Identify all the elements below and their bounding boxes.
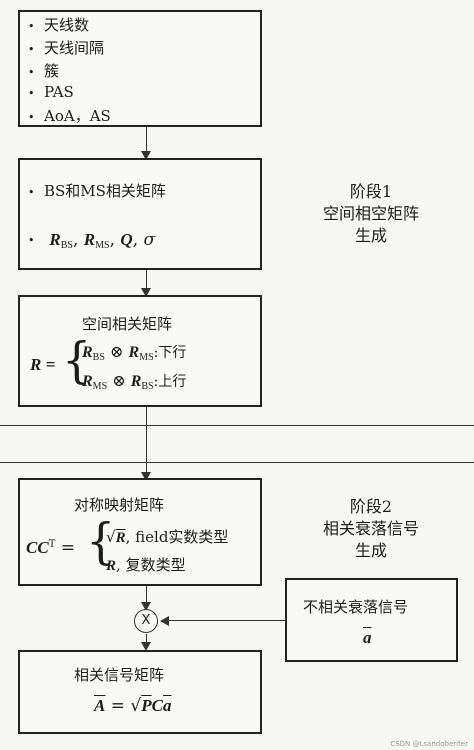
- a-bar-symbol: a: [363, 628, 372, 647]
- sigma-symbol: σ: [143, 230, 156, 250]
- bullet-item: • AoA，AS: [28, 105, 111, 126]
- correlated-signal-title: 相关信号矩阵: [74, 666, 165, 684]
- arrow-down-icon: [141, 288, 151, 297]
- downlink-row: RBS ⊗ RMS:下行: [82, 342, 187, 363]
- connector-line: [146, 407, 147, 475]
- brace-icon: {: [62, 331, 92, 389]
- bullet-icon: •: [28, 42, 35, 56]
- watermark: CSDN @Lsandoberiter: [390, 740, 468, 748]
- uncorrelated-signal-title: 不相关衰落信号: [303, 598, 409, 616]
- connector-line: [168, 620, 285, 621]
- bullet-item: • BS和MS相关矩阵: [28, 180, 166, 201]
- separator-line-top: [0, 425, 474, 426]
- uplink-row: RMS ⊗ RBS:上行: [82, 371, 187, 392]
- real-type-row: √R, field实数类型: [106, 528, 229, 546]
- comma: ,: [109, 230, 115, 250]
- bullet-item: • 天线间隔: [28, 37, 104, 58]
- symmetric-mapping-title: 对称映射矩阵: [74, 496, 165, 514]
- arrow-down-icon: [141, 642, 151, 651]
- item-antenna-count: 天线数: [44, 16, 90, 34]
- connector-line: [146, 586, 147, 606]
- correlation-input-box: • BS和MS相关矩阵 • RBS, RMS, Q, σ: [18, 158, 262, 270]
- stage1-line1: 阶段1: [349, 182, 393, 201]
- item-antenna-spacing: 天线间隔: [44, 39, 105, 57]
- connector-line: [146, 634, 147, 646]
- correlated-signal-equation: A = √PCa: [94, 696, 172, 716]
- uncorrelated-signal-box: 不相关衰落信号 a: [285, 578, 458, 662]
- arrow-down-icon: [141, 472, 151, 481]
- complex-type-label: 复数类型: [125, 556, 186, 574]
- r-bs-symbol: RBS: [49, 230, 73, 251]
- sqrt-icon: √: [130, 696, 142, 716]
- item-pas: PAS: [44, 83, 74, 101]
- otimes-icon: ⊗: [110, 342, 124, 361]
- uplink-label: :上行: [153, 374, 187, 390]
- downlink-label: :下行: [153, 345, 187, 361]
- stage2-label: 阶段2 相关衰落信号 生成: [296, 496, 446, 562]
- real-type-label: field实数类型: [135, 528, 229, 546]
- multiplier-icon: X: [134, 609, 158, 633]
- bullet-item: • PAS: [28, 83, 74, 101]
- separator-line-bottom: [0, 462, 474, 463]
- comma: ,: [132, 230, 139, 250]
- stage1-line2: 空间相空矩阵: [322, 204, 419, 223]
- antenna-params-box: •天线数 •天线间隔 •簇 •PAS •AoA，AS: [18, 10, 262, 127]
- correlated-signal-box: 相关信号矩阵 A = √PCa: [18, 650, 262, 734]
- param-list: • RBS, RMS, Q, σ: [28, 230, 155, 251]
- stage1-label: 阶段1 空间相空矩阵 生成: [296, 181, 446, 247]
- stage2-line2: 相关衰落信号: [322, 519, 419, 538]
- spatial-correlation-title: 空间相关矩阵: [82, 315, 173, 333]
- r-equals: R =: [30, 355, 56, 374]
- q-symbol: Q: [120, 230, 133, 249]
- complex-type-row: R, 复数类型: [106, 556, 186, 574]
- bullet-icon: •: [28, 185, 35, 199]
- comma: ,: [72, 230, 79, 250]
- r-ms-symbol: RMS: [83, 230, 110, 251]
- sqrt-icon: √: [106, 528, 116, 546]
- bullet-item: •簇: [28, 60, 59, 81]
- stage2-line1: 阶段2: [349, 497, 393, 516]
- bullet-icon: •: [28, 86, 35, 100]
- spatial-correlation-box: 空间相关矩阵 R = { RBS ⊗ RMS:下行 RMS ⊗ RBS:上行: [18, 295, 262, 407]
- bullet-icon: •: [28, 110, 35, 124]
- item-aoa-as: AoA，AS: [44, 107, 111, 125]
- symmetric-mapping-box: 对称映射矩阵 CCT = { √R, field实数类型 R, 复数类型: [18, 478, 262, 586]
- arrow-down-icon: [141, 602, 151, 611]
- cct-equals: CCT =: [26, 538, 76, 558]
- otimes-icon: ⊗: [112, 371, 126, 390]
- stage1-line3: 生成: [354, 226, 387, 245]
- stage2-line3: 生成: [354, 541, 387, 560]
- brace-icon: {: [86, 512, 116, 570]
- item-bs-ms-matrix: BS和MS相关矩阵: [44, 182, 166, 200]
- bullet-item: • 天线数: [28, 14, 89, 35]
- bullet-icon: •: [28, 234, 35, 247]
- arrow-left-icon: [160, 616, 169, 626]
- bullet-icon: •: [28, 19, 35, 33]
- connector-line: [146, 270, 147, 292]
- connector-line: [146, 127, 147, 153]
- arrow-down-icon: [141, 151, 151, 160]
- bullet-icon: •: [28, 65, 35, 79]
- item-cluster: 簇: [44, 62, 60, 80]
